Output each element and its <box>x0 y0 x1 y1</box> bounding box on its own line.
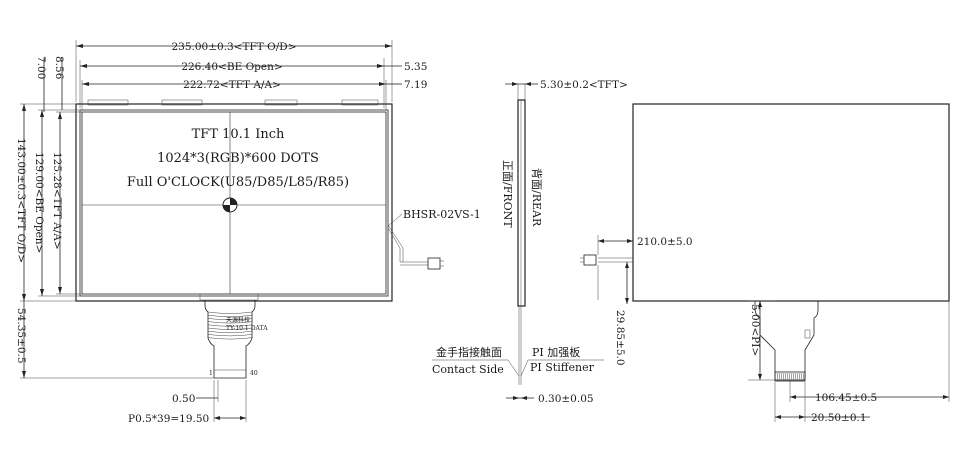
dim-right-5-35: 5.35 <box>404 61 427 73</box>
panel-viewing-angle-text: Full O'CLOCK(U85/D85/L85/R85) <box>127 175 349 190</box>
fpc-pin-40-label: 40 <box>250 370 258 377</box>
dim-pi-length: 5.00<PI> <box>749 304 761 356</box>
tft-outline <box>75 103 393 302</box>
side-panel-body <box>517 99 526 307</box>
dim-left-7-00: 7.00 <box>35 56 47 79</box>
rear-panel-outline <box>632 103 950 302</box>
dim-tft-od-width: 235.00±0.3<TFT O/D> <box>171 41 296 53</box>
connector-housing-icon <box>427 257 441 270</box>
left-dimensions: 8.56 7.00 143.00±0.3<TFT O/D> 129.00<BE … <box>15 56 214 379</box>
contact-side-zh: 金手指接触面 <box>436 345 502 359</box>
dim-pin-span: P0.5*39=19.50 <box>128 413 209 425</box>
dim-fpc-length: 54.35±0.5 <box>15 308 27 364</box>
panel-resolution-text: 1024*3(RGB)*600 DOTS <box>157 151 319 166</box>
dim-right-7-19: 7.19 <box>404 79 427 91</box>
dim-tft-od-height: 143.00±0.3<TFT O/D> <box>15 138 27 263</box>
contact-side-en: Contact Side <box>432 363 504 376</box>
connector-label: BHSR-02VS-1 <box>403 208 481 221</box>
pi-stiffener-zh: PI 加强板 <box>532 345 580 359</box>
dim-fpc-offset: 106.45±0.5 <box>815 392 877 404</box>
dim-be-open-height: 129.00<BE Open> <box>33 152 45 253</box>
connector-cable: BHSR-02VS-1 <box>387 208 481 270</box>
rear-connector-icon <box>583 254 597 266</box>
front-view: TFT 10.1 Inch 1024*3(RGB)*600 DOTS Full … <box>15 40 481 425</box>
rear-view: 210.0±5.0 29.85±5.0 5.00<PI> 106.45±0.5 … <box>580 103 950 424</box>
dim-cable-length: 210.0±5.0 <box>637 236 693 248</box>
fpc-print-1: 天源科技 <box>226 316 250 324</box>
dim-tft-aa-height: 125.28<TFT A/A> <box>51 152 63 250</box>
side-view: 5.30±0.2<TFT> 正面/FRONT 背面/REAR 金手指接触面 Co… <box>432 79 628 405</box>
fpc-print-2: TY-10.1-DATA <box>226 325 268 332</box>
dim-stiffener-thickness: 0.30±0.05 <box>538 393 594 405</box>
dim-tft-aa-width: 222.72<TFT A/A> <box>183 79 281 91</box>
bottom-dimensions: 0.50 P0.5*39=19.50 <box>128 380 247 425</box>
rear-side-label: 背面/REAR <box>530 168 544 227</box>
dim-be-open-width: 226.40<BE Open> <box>181 61 282 73</box>
pi-stiffener-en: PI Stiffener <box>530 361 595 374</box>
dim-fpc-width: 20.50±0.1 <box>811 412 867 424</box>
fpc-tail: 天源科技 TY-10.1-DATA 1 40 <box>204 300 268 379</box>
dim-left-8-56: 8.56 <box>53 56 65 80</box>
fpc-pin-1-label: 1 <box>209 370 213 377</box>
top-dimensions: 235.00±0.3<TFT O/D> 226.40<BE Open> 222.… <box>75 40 427 110</box>
dim-pitch: 0.50 <box>172 393 195 405</box>
front-side-label: 正面/FRONT <box>501 160 514 228</box>
panel-size-text: TFT 10.1 Inch <box>192 127 285 142</box>
dim-panel-thickness: 5.30±0.2<TFT> <box>540 79 628 91</box>
center-mark-icon <box>222 197 238 213</box>
dim-cable-offset: 29.85±5.0 <box>614 310 626 366</box>
be-open-outline <box>79 109 389 297</box>
